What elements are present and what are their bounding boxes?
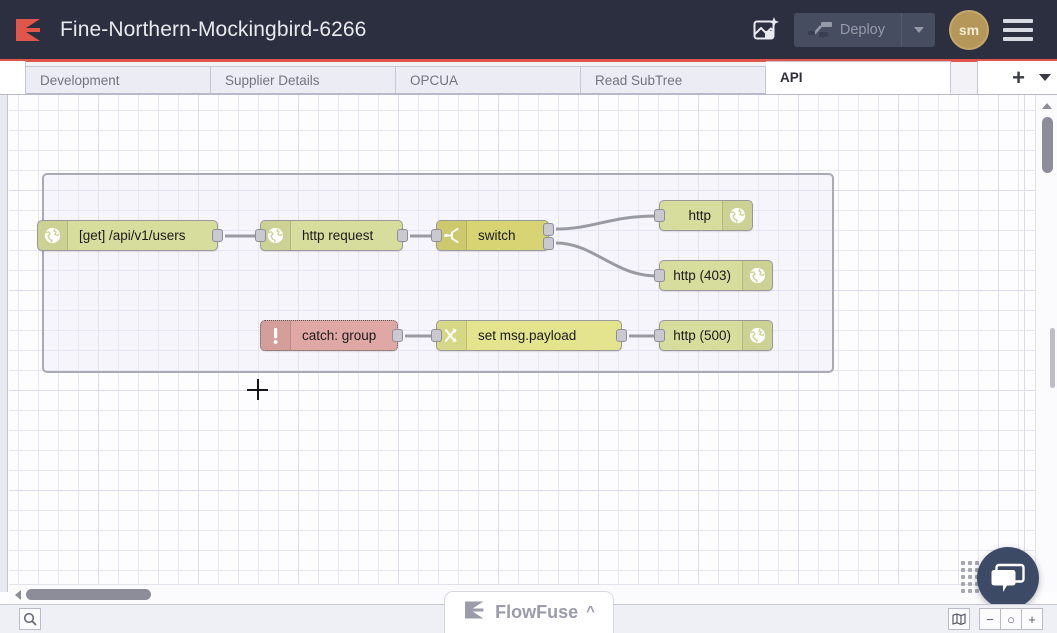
status-bar-actions: − ○ + (939, 608, 1057, 630)
globe-icon (722, 201, 752, 230)
avatar[interactable]: sm (949, 9, 989, 50)
image-sparkle-icon[interactable] (742, 7, 788, 53)
node-output-port-1[interactable] (543, 237, 554, 250)
zoom-in-button[interactable]: + (1021, 608, 1043, 630)
node-label: catch: group (302, 328, 377, 343)
tab-list-chevron-down-icon[interactable] (1039, 74, 1051, 81)
globe-icon (742, 261, 772, 290)
scroll-up-arrow-icon[interactable] (1042, 103, 1052, 109)
flowfuse-footer-widget[interactable]: FlowFuse ^ (444, 591, 614, 633)
node-label: http request (302, 228, 374, 243)
node-http-in[interactable]: [get] /api/v1/users (37, 220, 223, 251)
tab-api[interactable]: API (766, 61, 951, 94)
globe-icon (38, 221, 68, 250)
node-label: http (500) (673, 328, 731, 343)
branch-icon (437, 221, 467, 250)
exclamation-icon (261, 321, 291, 350)
deploy-icon (794, 21, 840, 39)
vertical-scroll-thumb[interactable] (1042, 117, 1053, 173)
node-label: set msg.payload (478, 328, 577, 343)
app-header: Fine-Northern-Mockingbird-6266 Deploy (0, 0, 1057, 62)
node-http-response-500[interactable]: http (500) (654, 320, 773, 351)
flow-canvas[interactable]: [get] /api/v1/users http request (9, 95, 1035, 592)
node-output-port[interactable] (212, 229, 223, 242)
header-actions: Deploy sm (742, 7, 1057, 53)
node-label: switch (478, 228, 516, 243)
tab-read-subtree[interactable]: Read SubTree (581, 66, 766, 94)
node-output-port[interactable] (616, 329, 627, 342)
zoom-reset-button[interactable]: ○ (1000, 608, 1022, 630)
tab-opcua[interactable]: OPCUA (396, 66, 581, 94)
node-input-port[interactable] (654, 269, 665, 282)
chevron-down-icon (913, 26, 924, 33)
flowfuse-logo-icon (463, 600, 487, 625)
flowfuse-label: FlowFuse (495, 602, 579, 622)
tabbar-left-pad (0, 61, 26, 94)
editor-canvas-area: [get] /api/v1/users http request (0, 95, 1057, 633)
node-http-response-403[interactable]: http (403) (654, 260, 773, 291)
horizontal-scroll-thumb[interactable] (26, 589, 151, 600)
node-catch[interactable]: catch: group (260, 320, 403, 351)
tab-development[interactable]: Development (26, 66, 211, 94)
node-output-port-0[interactable] (543, 223, 554, 236)
deploy-dropdown-toggle[interactable] (901, 12, 935, 47)
node-change[interactable]: set msg.payload (431, 320, 627, 351)
tab-supplier-details[interactable]: Supplier Details (211, 66, 396, 94)
flowfuse-logo-icon (14, 17, 44, 43)
swap-arrows-icon (437, 321, 467, 350)
node-http-request[interactable]: http request (255, 220, 408, 251)
node-input-port[interactable] (431, 229, 442, 242)
node-input-port[interactable] (431, 329, 442, 342)
node-switch[interactable]: switch (431, 220, 554, 251)
deploy-button[interactable]: Deploy (793, 12, 935, 47)
add-tab-button[interactable]: + (1012, 64, 1025, 90)
canvas-vertical-scrollbar[interactable] (1035, 95, 1057, 592)
page-title: Fine-Northern-Mockingbird-6266 (60, 17, 367, 41)
node-label: http (403) (673, 268, 731, 283)
node-input-port[interactable] (654, 209, 665, 222)
node-http-response-200[interactable]: http (654, 200, 753, 231)
node-input-port[interactable] (255, 229, 266, 242)
panel-drag-handle[interactable] (961, 561, 979, 597)
flow-tab-bar: Development Supplier Details OPCUA Read … (0, 61, 1057, 95)
navigator-map-icon[interactable] (948, 608, 970, 630)
zoom-out-button[interactable]: − (979, 608, 1001, 630)
globe-icon (742, 321, 772, 350)
hamburger-menu-icon[interactable] (1003, 10, 1043, 50)
search-icon[interactable] (19, 608, 41, 630)
vertical-scroll-thumb-secondary[interactable] (1050, 328, 1055, 388)
tabbar-actions: + (977, 61, 1057, 94)
scroll-left-arrow-icon[interactable] (15, 589, 21, 600)
node-label: http (688, 208, 711, 223)
canvas-left-gutter (0, 95, 8, 592)
node-output-port[interactable] (397, 229, 408, 242)
chevron-up-icon[interactable]: ^ (586, 603, 595, 620)
node-input-port[interactable] (654, 329, 665, 342)
chat-bubble-icon[interactable] (977, 547, 1039, 609)
globe-icon (261, 221, 291, 250)
node-output-port[interactable] (392, 329, 403, 342)
node-label: [get] /api/v1/users (79, 228, 186, 243)
deploy-label: Deploy (839, 21, 885, 38)
